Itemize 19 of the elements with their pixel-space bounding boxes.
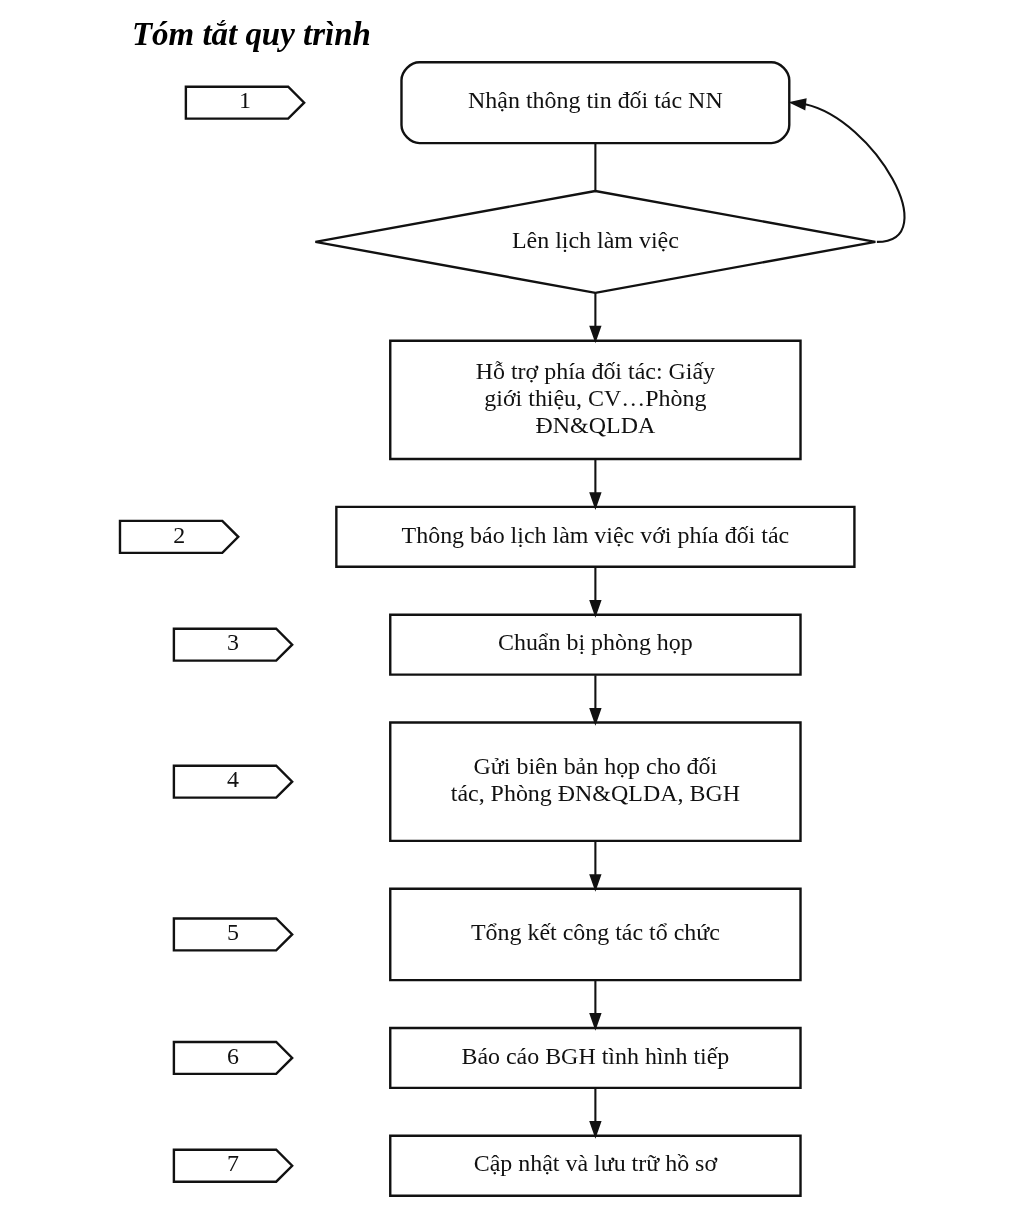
node-box: Cập nhật và lưu trữ hồ sơ <box>388 1134 802 1197</box>
arrow <box>588 1088 602 1139</box>
node-box: Hỗ trợ phía đối tác: Giấy giới thiệu, CV…Phòng ĐN&QLDA <box>388 339 802 461</box>
arrow <box>588 980 602 1031</box>
arrow <box>588 675 602 726</box>
node-box: Gửi biên bản họp cho đối tác, Phòng ĐN&QLDA, BGH <box>388 721 802 843</box>
arrow <box>588 841 602 892</box>
node-box: Chuẩn bị phòng họp <box>388 613 802 676</box>
arrow <box>588 292 602 344</box>
connector <box>593 143 596 191</box>
node-diamond: Lên lịch làm việc <box>313 189 877 295</box>
arrow <box>787 98 905 243</box>
node-box: Tổng kết công tác tổ chức <box>388 887 802 982</box>
diagram-title: Tóm tắt quy trình <box>131 16 371 53</box>
arrow <box>588 459 602 510</box>
node-box: Thông báo lịch làm việc với phía đối tác <box>334 505 856 569</box>
arrow <box>588 567 602 618</box>
node-box: Báo cáo BGH tình hình tiếp <box>388 1026 802 1090</box>
node-box: Nhận thông tin đối tác NN <box>399 61 790 145</box>
